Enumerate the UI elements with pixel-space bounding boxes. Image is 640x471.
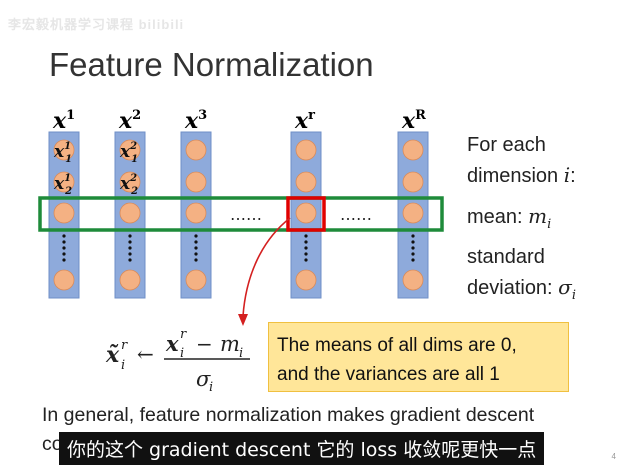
feature-node xyxy=(185,171,207,193)
vertical-ellipsis-dot xyxy=(62,252,66,256)
slide-title: Feature Normalization xyxy=(49,46,374,83)
arrow-head xyxy=(238,314,248,326)
side-deviation: deviation: σi xyxy=(467,275,576,303)
vertical-ellipsis-dot xyxy=(128,234,132,238)
body-line-2: co xyxy=(42,433,63,455)
feature-node xyxy=(295,202,317,224)
vertical-ellipsis-dot xyxy=(194,240,198,244)
formula-num-sup: r xyxy=(180,327,187,342)
formula-lhs: x̃ xyxy=(105,342,120,368)
vertical-ellipsis-dot xyxy=(411,246,415,250)
formula-minus: − xyxy=(196,332,213,356)
highlight-cell xyxy=(286,196,326,232)
formula-lhs-sup: r xyxy=(121,338,128,353)
feature-node xyxy=(119,202,141,224)
feature-node xyxy=(119,139,141,161)
feature-node xyxy=(119,269,141,291)
feature-node xyxy=(185,202,207,224)
column-label: x2 xyxy=(118,108,141,134)
vertical-ellipsis-dot xyxy=(304,240,308,244)
vertical-ellipsis-dot xyxy=(304,234,308,238)
vertical-ellipsis-dot xyxy=(128,252,132,256)
feature-node xyxy=(185,269,207,291)
note-box: The means of all dims are 0, and the var… xyxy=(268,322,569,392)
highlight-row xyxy=(38,196,444,232)
vertical-ellipsis-dot xyxy=(194,246,198,250)
formula-num-m-sub: i xyxy=(239,346,243,361)
feature-node xyxy=(402,202,424,224)
feature-node xyxy=(53,269,75,291)
feature-node xyxy=(402,269,424,291)
formula-den-sub: i xyxy=(209,380,213,395)
side-dimension: dimension i: xyxy=(467,163,576,187)
ellipsis-right: …… xyxy=(340,205,372,224)
body-line-1: In general, feature normalization makes … xyxy=(42,404,535,426)
vertical-ellipsis-dot xyxy=(304,246,308,250)
ellipsis-left: …… xyxy=(230,205,262,224)
note-line-2: and the variances are all 1 xyxy=(277,364,500,385)
formula-lhs-sub: i xyxy=(121,358,125,373)
vertical-ellipsis-dot xyxy=(128,246,132,250)
vertical-ellipsis-dot xyxy=(304,252,308,256)
video-subtitle: 你的这个 gradient descent 它的 loss 收敛呢更快一点 xyxy=(59,432,545,465)
feature-node xyxy=(295,171,317,193)
side-mean: mean: mi xyxy=(467,204,552,232)
column-label: xR xyxy=(401,108,426,134)
vertical-ellipsis-dot xyxy=(411,234,415,238)
vertical-ellipsis-dot xyxy=(62,234,66,238)
vertical-ellipsis-dot xyxy=(194,258,198,262)
feature-node xyxy=(53,202,75,224)
feature-node xyxy=(119,171,141,193)
normalization-arrow xyxy=(242,217,291,317)
column-label: x3 xyxy=(184,108,207,134)
formula-den: σ xyxy=(196,367,211,391)
vertical-ellipsis-dot xyxy=(62,240,66,244)
feature-node xyxy=(53,139,75,161)
normalization-formula: x̃ r i ← x r i − m i σ i xyxy=(105,327,250,395)
watermark: 李宏毅机器学习课程 bilibili xyxy=(8,17,185,32)
vertical-ellipsis-dot xyxy=(304,258,308,262)
formula-arrow: ← xyxy=(137,342,154,366)
vertical-ellipsis-dot xyxy=(128,258,132,262)
column-label: x1 xyxy=(52,108,75,134)
vertical-ellipsis-dot xyxy=(128,240,132,244)
vertical-ellipsis-dot xyxy=(194,234,198,238)
formula-num-m: m xyxy=(220,332,240,356)
vertical-ellipsis-dot xyxy=(62,246,66,250)
page-number: 4 xyxy=(611,452,616,461)
column-label: xr xyxy=(294,108,315,134)
feature-node xyxy=(185,139,207,161)
formula-num-sub: i xyxy=(180,346,184,361)
feature-node xyxy=(295,139,317,161)
feature-node xyxy=(402,139,424,161)
vertical-ellipsis-dot xyxy=(411,252,415,256)
side-for-each: For each xyxy=(467,134,546,156)
formula-num-x: x xyxy=(165,331,179,356)
feature-node xyxy=(402,171,424,193)
feature-node xyxy=(53,171,75,193)
vertical-ellipsis-dot xyxy=(411,258,415,262)
side-standard: standard xyxy=(467,246,545,268)
vertical-ellipsis-dot xyxy=(194,252,198,256)
vertical-ellipsis-dot xyxy=(411,240,415,244)
note-line-1: The means of all dims are 0, xyxy=(277,335,517,356)
vertical-ellipsis-dot xyxy=(62,258,66,262)
feature-node xyxy=(295,269,317,291)
